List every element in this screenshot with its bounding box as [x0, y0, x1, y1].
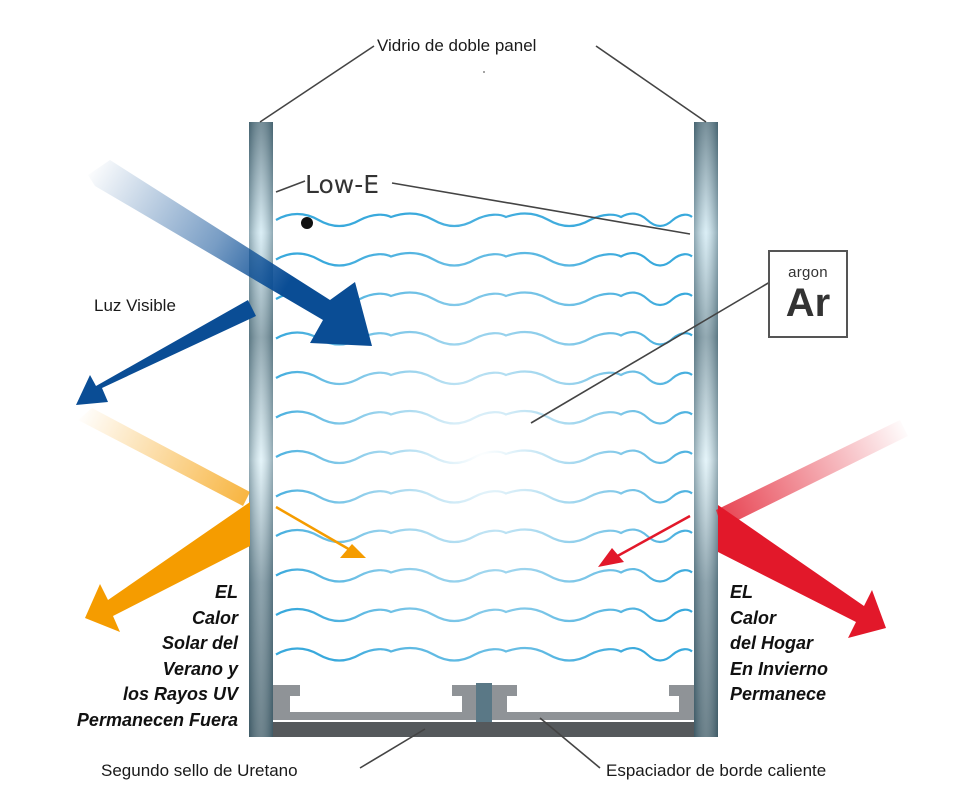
- winter-heat-line: EL: [730, 582, 754, 602]
- argon-wave-line: [275, 212, 693, 228]
- argon-wave-line: [275, 568, 693, 583]
- summer-heat-line: Calor: [191, 607, 238, 628]
- summer-solar-heat-arrows: [78, 408, 366, 632]
- argon-gas-waves: [275, 212, 693, 662]
- winter-home-heat-arrows: [598, 420, 908, 638]
- summer-heat-line: Solar del: [161, 633, 238, 653]
- argon-wave-line: [275, 489, 693, 504]
- argon-element-box: argon Ar: [768, 250, 848, 338]
- winter-heat-line: del Hogar: [730, 633, 814, 653]
- argon-wave-line: [275, 607, 693, 623]
- leader-lines: [259, 45, 771, 769]
- visible-light-arrows: [76, 160, 372, 405]
- argon-wave-line: [275, 410, 693, 425]
- summer-heat-text: EL Calor Solar del Verano y los Rayos UV…: [77, 580, 238, 733]
- right-glass-pane: [694, 122, 718, 737]
- summer-heat-line: EL: [214, 582, 238, 602]
- argon-wave-line: [275, 291, 693, 307]
- argon-wave-line: [275, 449, 693, 465]
- warm-edge-spacer-label: Espaciador de borde caliente: [606, 761, 827, 780]
- summer-heat-line: Verano y: [162, 658, 238, 679]
- argon-wave-line: [275, 528, 693, 544]
- double-pane-glass-label: Vidrio de doble panel: [377, 36, 537, 55]
- low-e-label: Low-E: [305, 170, 380, 199]
- warm-edge-spacer: [273, 683, 694, 725]
- urethane-secondary-seal: [273, 722, 694, 737]
- argon-symbol: Ar: [785, 281, 831, 325]
- winter-heat-text: EL Calor del Hogar En Invierno Permanece: [730, 580, 828, 708]
- summer-heat-line: los Rayos UV: [122, 684, 238, 704]
- winter-heat-line: Calor: [730, 607, 777, 628]
- winter-heat-line: En Invierno: [730, 658, 829, 679]
- winter-heat-line: Permanece: [730, 684, 827, 704]
- argon-wave-line: [275, 252, 693, 267]
- argon-wave-line: [275, 647, 693, 662]
- argon-word: argon: [788, 264, 828, 281]
- low-e-coating-dot: [301, 217, 313, 229]
- argon-wave-line: [275, 370, 693, 386]
- left-glass-pane: [249, 122, 273, 737]
- visible-light-label: Luz Visible: [94, 296, 176, 315]
- urethane-seal-label: Segundo sello de Uretano: [101, 761, 298, 780]
- summer-heat-line: Permanecen Fuera: [76, 709, 238, 730]
